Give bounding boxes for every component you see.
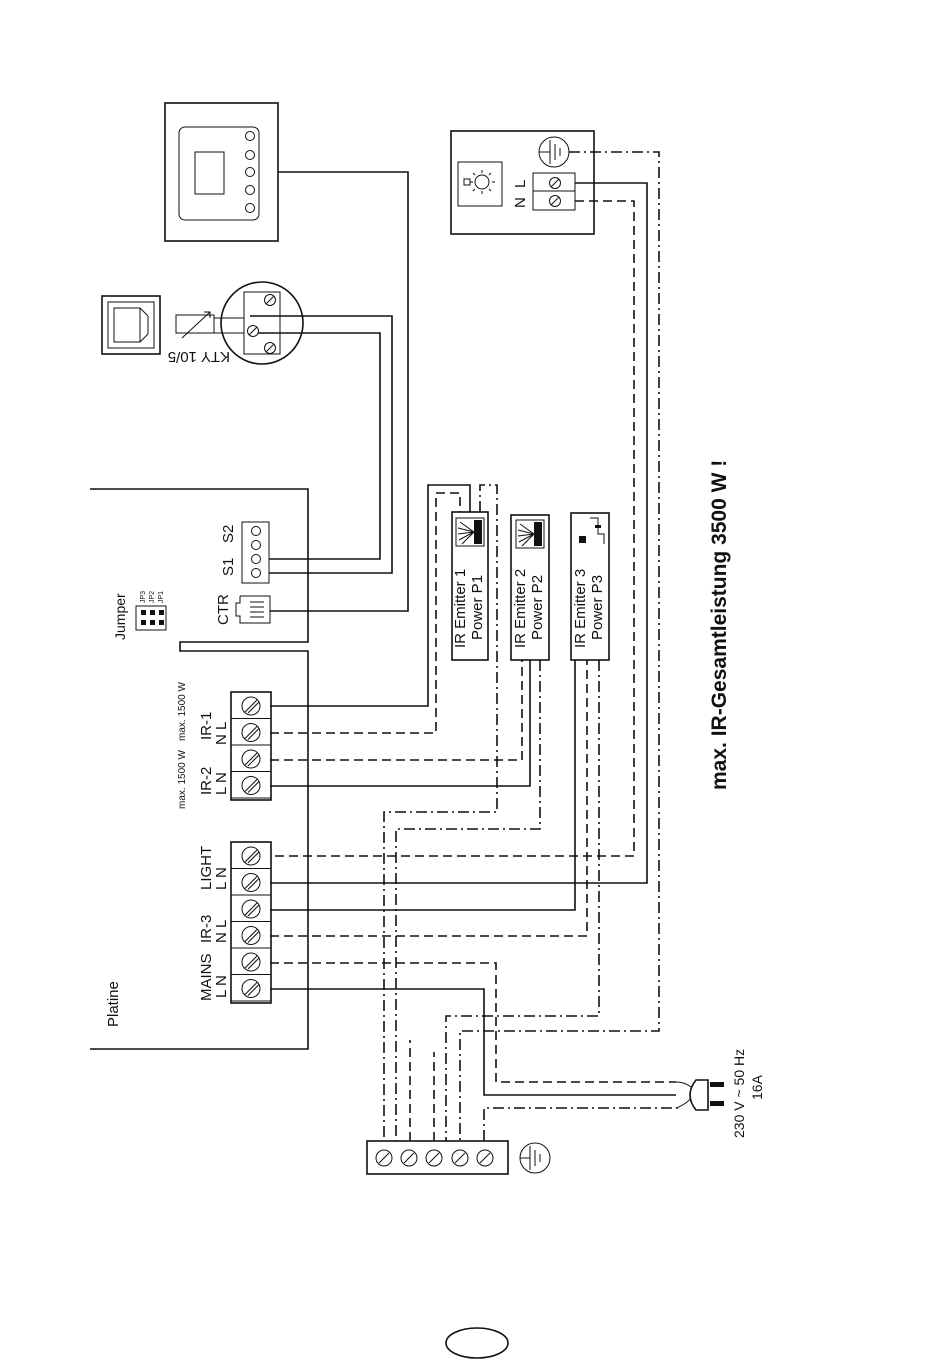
ctr-connector [236, 596, 270, 623]
terminal-block [231, 692, 271, 800]
ir2-letters: L N [213, 772, 230, 795]
s1-label: S1 [220, 558, 237, 576]
ir-emitter-1-line1: IR Emitter 1 [452, 569, 469, 648]
jumper-pin-jp3: JP3 [140, 591, 147, 603]
ir-emitter-3-line1: IR Emitter 3 [572, 569, 589, 648]
ir1-rating: max. 1500 W [177, 682, 188, 741]
s2-label: S2 [220, 525, 237, 543]
ir-emitter-2-line1: IR Emitter 2 [512, 569, 529, 648]
lamp-terminal-l: L [512, 180, 529, 188]
jumper-pin-jp2: JP2 [149, 591, 156, 603]
mains-letters: L N [213, 975, 230, 998]
ir-emitter-1-line2: Power P1 [469, 575, 486, 640]
screw-terminal-strip [231, 692, 271, 1003]
bottom-terminal-block [367, 1141, 508, 1174]
control-panel [165, 103, 278, 241]
total-power-note: max. IR-Gesamtleistung 3500 W ! [708, 460, 731, 790]
jumper-block [136, 606, 166, 630]
mains-plug-icon [676, 1080, 724, 1110]
ground-icon [520, 1143, 550, 1173]
ir2-rating: max. 1500 W [177, 750, 188, 809]
plug-voltage: 230 V ~ 50 Hz [731, 1049, 747, 1138]
lamp-terminal-n: N [512, 197, 529, 208]
ir-emitter-3-line2: Power P3 [589, 575, 606, 640]
ir3-letters: N L [213, 920, 230, 943]
ir1-letters: N L [213, 722, 230, 745]
ctr-label: CTR [215, 594, 232, 625]
sensor-label: KTY 10/5 [168, 348, 230, 365]
terminal-block [231, 842, 271, 1003]
board-label: Platine [105, 981, 122, 1027]
sensor-terminal-block [242, 522, 269, 583]
light-letters: L N [213, 867, 230, 890]
ir-emitter-2-line2: Power P2 [529, 575, 546, 640]
page-number-oval [446, 1328, 508, 1358]
jumper-label: Jumper [112, 593, 128, 640]
plug-current: 16A [749, 1074, 765, 1100]
sensor-housing-icon [102, 296, 160, 354]
jumper-pin-jp1: JP1 [158, 591, 165, 603]
